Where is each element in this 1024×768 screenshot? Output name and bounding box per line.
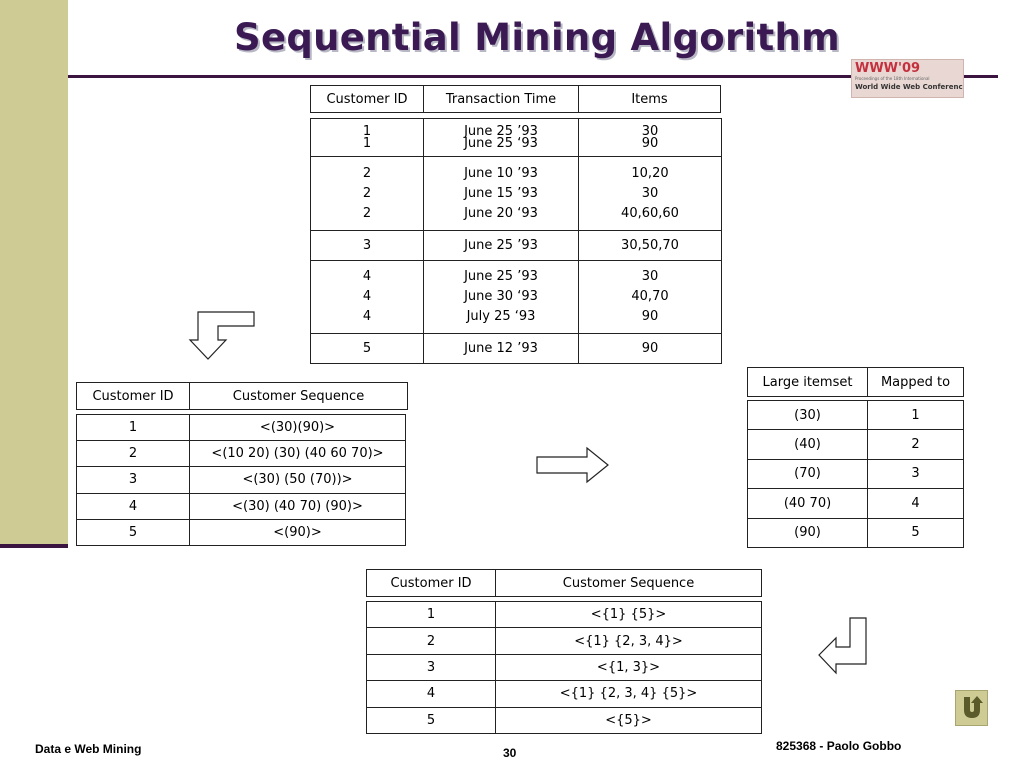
- mapped-cell: 2: [867, 429, 964, 460]
- table-row: 5 <{5}>: [366, 706, 762, 735]
- customer-id-cell: 4: [366, 680, 496, 708]
- sequence-cell: <{5}>: [495, 706, 762, 735]
- sequence-cell: <{1} {2, 3, 4}>: [495, 627, 762, 655]
- right-arrow-icon: [536, 446, 609, 484]
- header-customer-id: Customer ID: [366, 569, 496, 597]
- bent-down-arrow-icon: [188, 311, 255, 360]
- logo-line1: Proceedings of the 18th International: [855, 76, 930, 81]
- customer-id-cell: 3: [76, 466, 190, 494]
- table-row: 3 <(30) (50 (70))>: [76, 466, 406, 494]
- table-row: 4 <(30) (40 70) (90)>: [76, 492, 406, 520]
- transaction-time-cell: June 12 ’93: [423, 333, 579, 364]
- table-row: 3 <{1, 3}>: [366, 653, 762, 682]
- header-large-itemset: Large itemset: [747, 367, 868, 397]
- sequence-cell: <(30)(90)>: [189, 413, 406, 442]
- mapped-cell: 4: [867, 488, 964, 519]
- logo-brand: WWW'09: [855, 61, 921, 76]
- header-customer-sequence: Customer Sequence: [495, 569, 762, 597]
- side-rule: [0, 544, 68, 548]
- table-row: 1 <{1} {5}>: [366, 600, 762, 629]
- table-row: (90) 5: [747, 517, 964, 549]
- return-button[interactable]: [955, 690, 988, 726]
- header-customer-id: Customer ID: [76, 382, 190, 410]
- itemset-cell: (40): [747, 429, 868, 460]
- table-row: 2 <(10 20) (30) (40 60 70)>: [76, 440, 406, 468]
- sequence-cell: <{1, 3}>: [495, 653, 762, 682]
- large-itemset-header: Large itemset Mapped to: [747, 367, 964, 397]
- slide-title: Sequential Mining Algorithm: [234, 16, 840, 59]
- transaction-group: 5 June 12 ’93 90: [310, 333, 722, 364]
- transaction-time-cell: June 25 ’93: [423, 230, 579, 261]
- header-items: Items: [578, 85, 721, 113]
- table-row: (40 70) 4: [747, 488, 964, 519]
- itemset-cell: (70): [747, 458, 868, 490]
- table-row: (70) 3: [747, 458, 964, 490]
- table-row: 5 <(90)>: [76, 518, 406, 547]
- itemset-cell: (30): [747, 399, 868, 431]
- itemset-cell: (90): [747, 517, 868, 549]
- table-row: 1 <(30)(90)>: [76, 413, 406, 442]
- table-row: 4 <{1} {2, 3, 4} {5}>: [366, 680, 762, 708]
- transactions-header: Customer ID Transaction Time Items: [310, 85, 721, 113]
- sequence-cell: <(90)>: [189, 518, 406, 547]
- mapped-sequence-header: Customer ID Customer Sequence: [366, 569, 762, 597]
- return-icon: [963, 696, 983, 718]
- mapped-cell: 1: [867, 399, 964, 431]
- mapped-cell: 3: [867, 458, 964, 490]
- customer-id-cell: 5: [76, 518, 190, 547]
- items-cell: 90: [578, 333, 722, 364]
- customer-id-cell: 5: [366, 706, 496, 735]
- customer-id-cell: 4: [76, 492, 190, 520]
- footer-author: 825368 - Paolo Gobbo: [776, 739, 902, 753]
- table-row: (30) 1: [747, 399, 964, 431]
- customer-id-cell: 1: [76, 413, 190, 442]
- customer-id-cell: 3: [366, 653, 496, 682]
- footer-course: Data e Web Mining: [35, 742, 142, 756]
- header-mapped-to: Mapped to: [867, 367, 964, 397]
- transaction-group: 3 June 25 ’93 30,50,70: [310, 230, 722, 261]
- mapped-cell: 5: [867, 517, 964, 549]
- sequence-cell: <{1} {2, 3, 4} {5}>: [495, 680, 762, 708]
- customer-id-cell: 5: [310, 333, 424, 364]
- logo-line2: World Wide Web Conference: [855, 83, 964, 91]
- header-customer-id: Customer ID: [310, 85, 424, 113]
- title-rule: [68, 75, 998, 78]
- table-row: (40) 2: [747, 429, 964, 460]
- itemset-cell: (40 70): [747, 488, 868, 519]
- sequence-cell: <(30) (40 70) (90)>: [189, 492, 406, 520]
- mapped-sequence-table: 1 <{1} {5}> 2 <{1} {2, 3, 4}> 3 <{1, 3}>…: [366, 600, 762, 735]
- customer-id-cell: 2: [366, 627, 496, 655]
- sequence-cell: <{1} {5}>: [495, 600, 762, 629]
- sequence-cell: <(10 20) (30) (40 60 70)>: [189, 440, 406, 468]
- bent-left-arrow-icon: [818, 617, 867, 675]
- sequence-cell: <(30) (50 (70))>: [189, 466, 406, 494]
- customer-id-cell: 1: [366, 600, 496, 629]
- customer-id-cell: 3: [310, 230, 424, 261]
- customer-sequence-header: Customer ID Customer Sequence: [76, 382, 408, 410]
- header-transaction-time: Transaction Time: [423, 85, 579, 113]
- header-customer-sequence: Customer Sequence: [189, 382, 408, 410]
- table-row: 2 <{1} {2, 3, 4}>: [366, 627, 762, 655]
- large-itemset-table: (30) 1 (40) 2 (70) 3 (40 70) 4 (90) 5: [747, 399, 964, 549]
- page-number: 30: [503, 746, 517, 760]
- customer-sequence-table: 1 <(30)(90)> 2 <(10 20) (30) (40 60 70)>…: [76, 413, 406, 547]
- www09-logo: WWW'09 Proceedings of the 18th Internati…: [851, 59, 964, 98]
- side-band: [0, 0, 68, 548]
- items-cell: 30,50,70: [578, 230, 722, 261]
- customer-id-cell: 2: [76, 440, 190, 468]
